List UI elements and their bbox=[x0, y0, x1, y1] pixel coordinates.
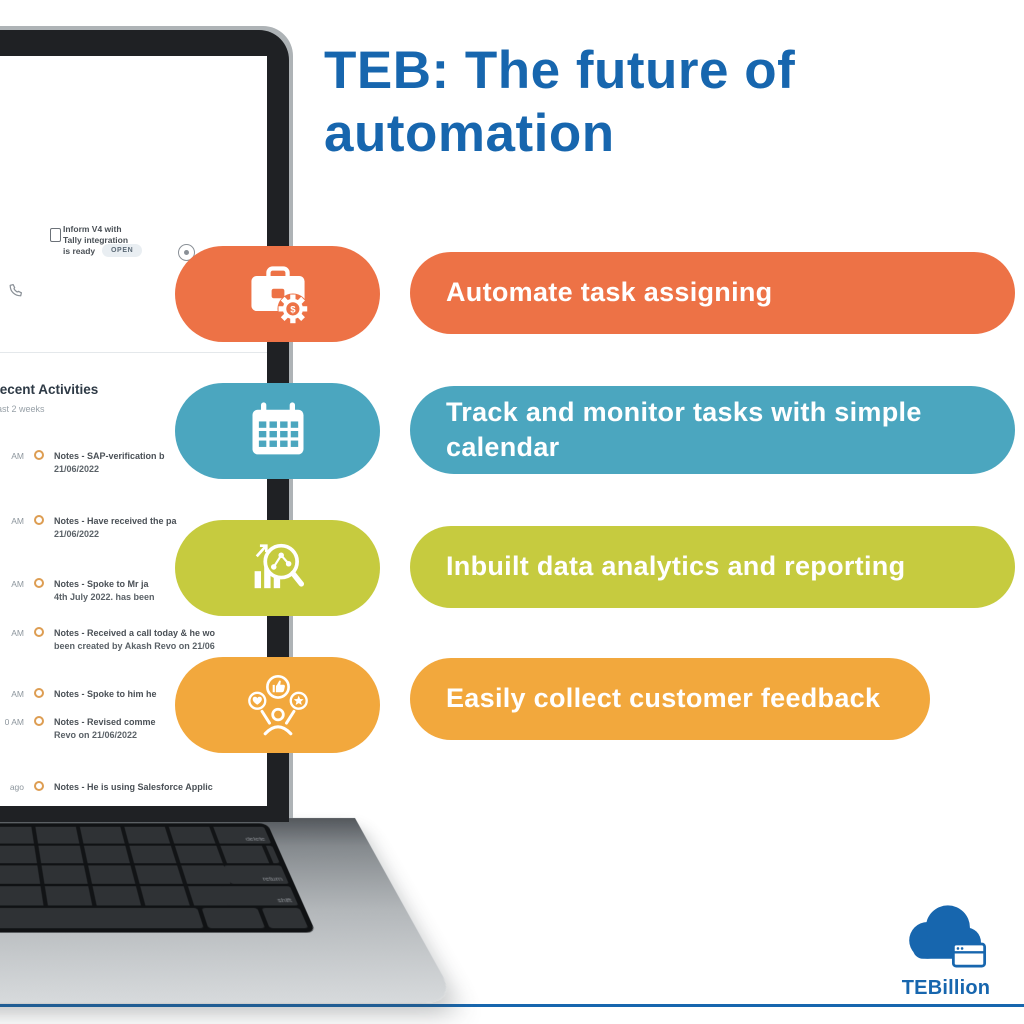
activity-text2: 4th July 2022. has been bbox=[54, 592, 155, 603]
feature-icon-pill-4 bbox=[175, 657, 380, 753]
activity-bullet-icon bbox=[34, 716, 44, 726]
activity-bullet-icon bbox=[34, 515, 44, 525]
activities-heading: Recent Activities bbox=[0, 382, 99, 397]
activity-item: AM Notes - Received a call today & he wo… bbox=[0, 627, 267, 657]
feature-icon-pill-1: $ bbox=[175, 246, 380, 342]
document-icon bbox=[50, 228, 61, 242]
activity-text: Notes - He is using Salesforce Applic bbox=[54, 782, 213, 792]
feature-icon-pill-2 bbox=[175, 383, 380, 479]
feature-label-2: Track and monitor tasks with simple cale… bbox=[446, 396, 922, 462]
customer-feedback-icon bbox=[247, 674, 308, 736]
activity-text2: been created by Akash Revo on 21/06 bbox=[54, 641, 215, 652]
shift-key: shift bbox=[220, 886, 299, 906]
activity-text: Notes - Spoke to him he bbox=[54, 689, 157, 699]
feature-pill-4: Easily collect customer feedback bbox=[410, 658, 930, 740]
calendar-grid bbox=[258, 421, 298, 447]
briefcase-gear-icon: $ bbox=[250, 266, 308, 325]
notification-text: Inform V4 with Tally integration is read… bbox=[63, 224, 129, 257]
activity-time: AM bbox=[11, 689, 24, 699]
activity-bullet-icon bbox=[34, 781, 44, 791]
activity-item: AM Notes - Have received the pa 21/06/202… bbox=[0, 515, 267, 545]
feature-label-1: Automate task assigning bbox=[446, 277, 773, 308]
target-icon bbox=[178, 244, 195, 261]
activity-text2: 21/06/2022 bbox=[54, 529, 100, 540]
activity-item: AM Notes - SAP-verification b 21/06/2022 bbox=[0, 450, 267, 480]
activity-time: 0 AM bbox=[4, 717, 24, 727]
activity-item: AM Notes - Spoke to him he bbox=[0, 688, 267, 718]
feature-pill-2: Track and monitor tasks with simple cale… bbox=[410, 386, 1015, 474]
title-line-2: automation bbox=[324, 103, 615, 163]
activity-time: AM bbox=[11, 579, 24, 589]
analytics-magnifier-icon bbox=[254, 543, 304, 589]
crm-app-screenshot: Inform V4 with Tally integration is read… bbox=[0, 56, 267, 806]
svg-text:$: $ bbox=[290, 304, 296, 315]
feature-label-3: Inbuilt data analytics and reporting bbox=[446, 551, 906, 582]
feature-pill-1: Automate task assigning bbox=[410, 252, 1015, 334]
feature-icon-pill-3 bbox=[175, 520, 380, 616]
key bbox=[261, 907, 309, 929]
footer-divider bbox=[0, 1004, 1024, 1007]
calendar-icon bbox=[252, 402, 303, 455]
tebillion-cloud-logo-icon bbox=[909, 905, 987, 968]
activity-time: AM bbox=[11, 516, 24, 526]
delete-key: delete bbox=[217, 826, 272, 844]
activity-text: Notes - Spoke to Mr ja bbox=[54, 579, 149, 589]
activity-text2: 21/06/2022 bbox=[54, 464, 100, 475]
status-badge: OPEN bbox=[102, 244, 143, 257]
activities-subheading: Last 2 weeks bbox=[0, 404, 45, 414]
brand-logo-block: TEBillion bbox=[894, 896, 998, 1000]
activity-bullet-icon bbox=[34, 627, 44, 637]
feature-pill-3: Inbuilt data analytics and reporting bbox=[410, 526, 1015, 608]
activity-time: AM bbox=[11, 451, 24, 461]
brand-name: TEBillion bbox=[901, 977, 991, 999]
activity-time: ago bbox=[9, 782, 24, 792]
laptop-keyboard: delete return shift option bbox=[0, 823, 316, 933]
spacebar-key bbox=[0, 907, 204, 929]
activity-text2: Revo on 21/06/2022 bbox=[54, 730, 138, 741]
divider bbox=[0, 352, 267, 353]
phone-icon bbox=[9, 284, 22, 297]
key bbox=[201, 907, 266, 929]
activity-bullet-icon bbox=[34, 450, 44, 460]
activity-text: Notes - Have received the pa bbox=[54, 516, 177, 526]
activity-time: AM bbox=[11, 628, 24, 638]
laptop-base: delete return shift option bbox=[0, 818, 458, 1003]
activity-text: Notes - SAP-verification b bbox=[54, 451, 165, 461]
activity-item: ago Notes - He is using Salesforce Appli… bbox=[0, 781, 267, 806]
return-key: return bbox=[223, 865, 289, 884]
activity-text: Notes - Revised comme bbox=[54, 717, 156, 727]
feature-label-4: Easily collect customer feedback bbox=[446, 683, 881, 714]
keyboard-row bbox=[0, 845, 280, 864]
activity-bullet-icon bbox=[34, 578, 44, 588]
title-line-1: TEB: The future of bbox=[324, 41, 796, 100]
page-title: TEB: The future of automation bbox=[324, 40, 795, 165]
activity-bullet-icon bbox=[34, 688, 44, 698]
activity-text: Notes - Received a call today & he wo bbox=[54, 628, 216, 638]
activity-item: AM Notes - Spoke to Mr ja 4th July 2022. … bbox=[0, 578, 267, 608]
keyboard-row bbox=[0, 907, 309, 929]
